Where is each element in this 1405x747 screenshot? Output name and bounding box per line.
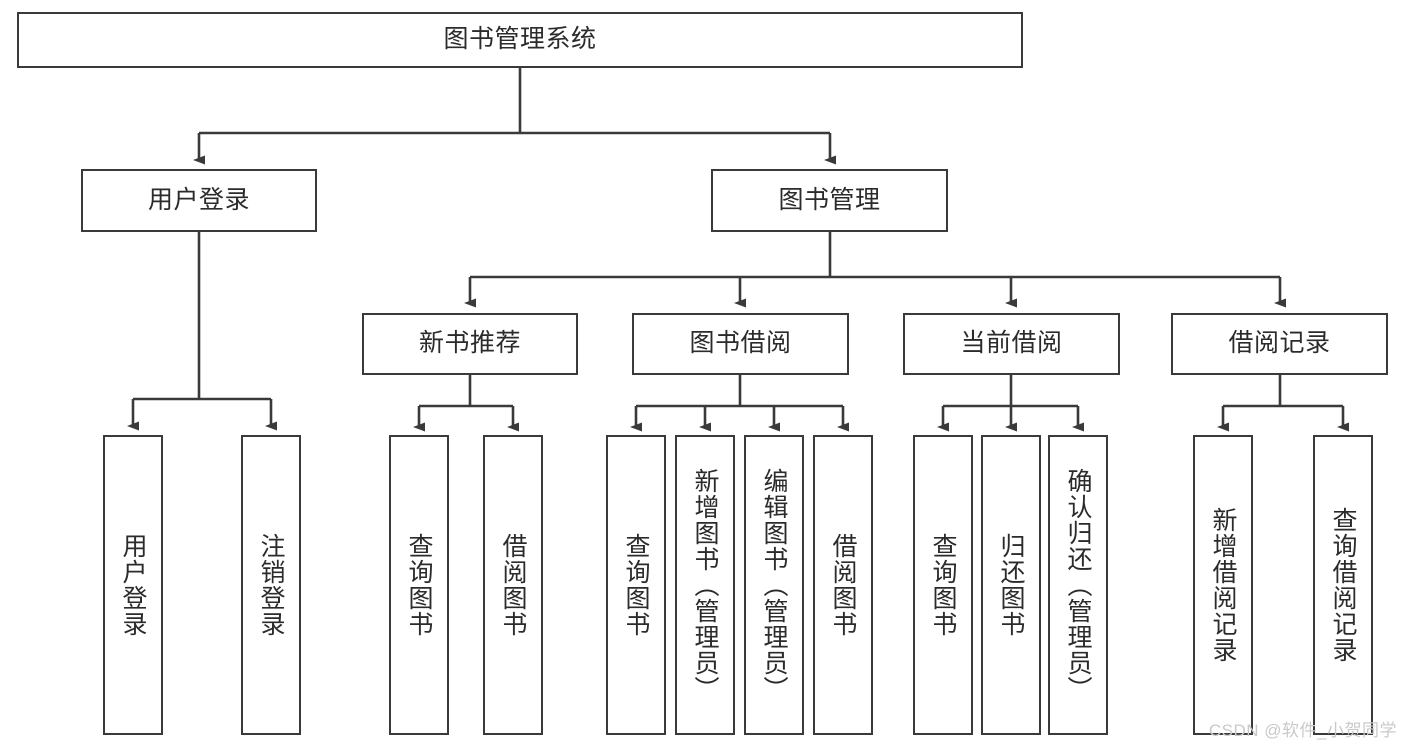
node-leaf-borrow-book-2-label: 借阅图书: [829, 533, 857, 637]
node-leaf-edit-book-label: 编辑图书（管理员）: [760, 468, 788, 702]
watermark: CSDN @软件_小贺同学: [1208, 721, 1397, 740]
node-book-manage-label: 图书管理: [778, 185, 881, 214]
node-leaf-query-book-2-label: 查询图书: [622, 533, 650, 637]
node-leaf-user-login-label: 用户登录: [119, 533, 147, 637]
node-leaf-borrow-book-2[interactable]: 借阅图书: [813, 435, 873, 735]
node-borrow-record-label: 借阅记录: [1228, 329, 1331, 358]
node-leaf-query-book-3[interactable]: 查询图书: [913, 435, 973, 735]
node-new-book-rec-label: 新书推荐: [418, 329, 521, 358]
node-current-borrow[interactable]: 当前借阅: [903, 313, 1120, 375]
node-book-manage[interactable]: 图书管理: [711, 169, 948, 232]
node-leaf-query-record[interactable]: 查询借阅记录: [1313, 435, 1373, 735]
node-user-login[interactable]: 用户登录: [81, 169, 317, 232]
node-leaf-query-record-label: 查询借阅记录: [1329, 507, 1357, 663]
node-leaf-add-book-label: 新增图书（管理员）: [691, 468, 719, 702]
node-new-book-rec[interactable]: 新书推荐: [362, 313, 578, 375]
node-leaf-add-book[interactable]: 新增图书（管理员）: [675, 435, 735, 735]
node-leaf-add-record-label: 新增借阅记录: [1209, 507, 1237, 663]
node-leaf-borrow-book-1[interactable]: 借阅图书: [483, 435, 543, 735]
node-borrow-record[interactable]: 借阅记录: [1171, 313, 1388, 375]
node-book-borrow[interactable]: 图书借阅: [632, 313, 849, 375]
node-user-login-label: 用户登录: [147, 185, 250, 214]
node-leaf-query-book-1-label: 查询图书: [405, 533, 433, 637]
node-leaf-logout[interactable]: 注销登录: [241, 435, 301, 735]
node-leaf-logout-label: 注销登录: [257, 533, 285, 637]
node-leaf-query-book-2[interactable]: 查询图书: [606, 435, 666, 735]
node-leaf-query-book-3-label: 查询图书: [929, 533, 957, 637]
node-leaf-edit-book[interactable]: 编辑图书（管理员）: [744, 435, 804, 735]
node-leaf-confirm-return[interactable]: 确认归还（管理员）: [1048, 435, 1108, 735]
node-leaf-query-book-1[interactable]: 查询图书: [389, 435, 449, 735]
node-root[interactable]: 图书管理系统: [17, 12, 1023, 68]
node-leaf-return-book[interactable]: 归还图书: [981, 435, 1041, 735]
node-leaf-add-record[interactable]: 新增借阅记录: [1193, 435, 1253, 735]
node-leaf-return-book-label: 归还图书: [997, 533, 1025, 637]
node-current-borrow-label: 当前借阅: [960, 329, 1063, 358]
node-root-label: 图书管理系统: [443, 25, 597, 54]
node-leaf-borrow-book-1-label: 借阅图书: [499, 533, 527, 637]
node-book-borrow-label: 图书借阅: [689, 329, 792, 358]
node-leaf-confirm-return-label: 确认归还（管理员）: [1064, 468, 1092, 702]
node-leaf-user-login[interactable]: 用户登录: [103, 435, 163, 735]
